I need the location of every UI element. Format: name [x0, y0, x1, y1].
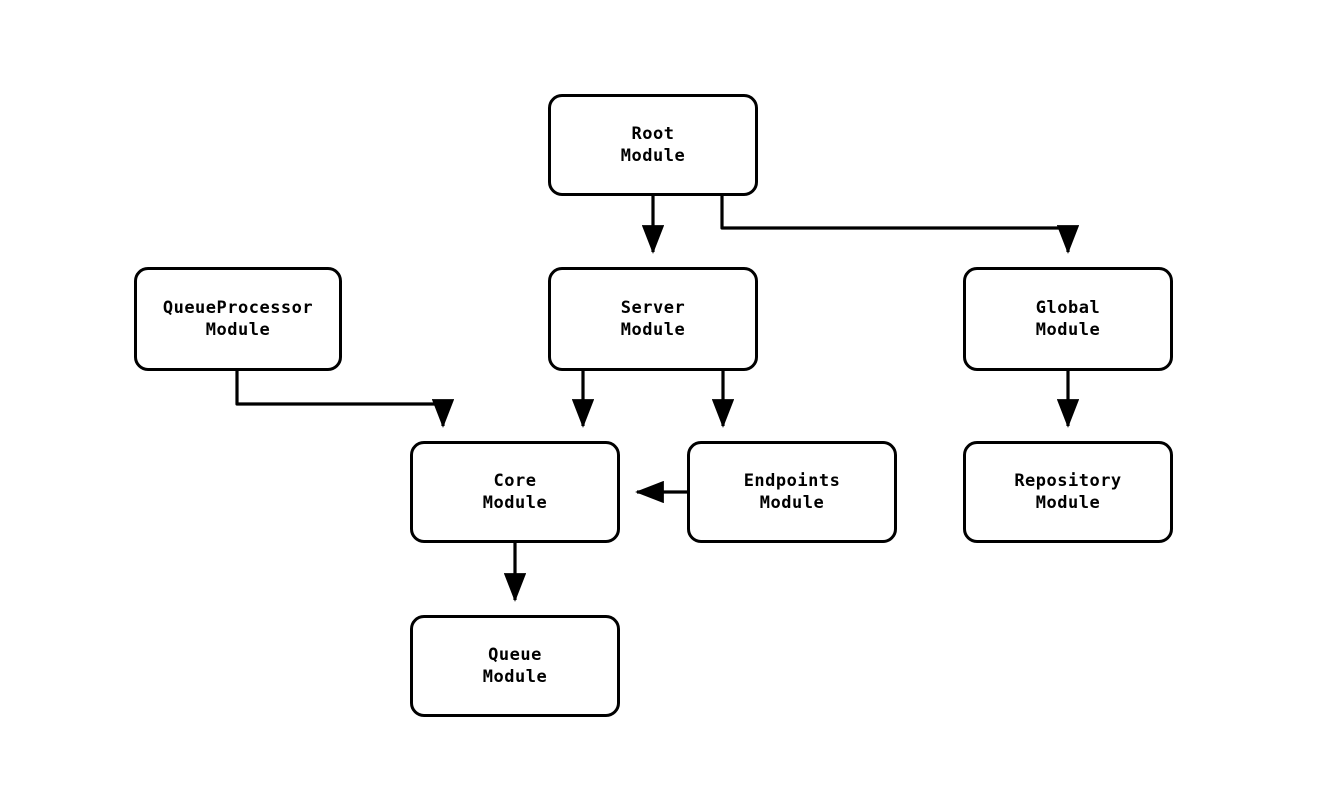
node-queueprocessor-suffix: Module: [205, 320, 271, 340]
node-server-suffix: Module: [620, 320, 686, 340]
node-queue[interactable]: Queue Module: [410, 615, 620, 717]
edge-root-to-global: [720, 196, 1080, 254]
node-repository-name: Repository: [1014, 471, 1122, 491]
node-root-suffix: Module: [620, 146, 686, 166]
node-endpoints-name: Endpoints: [743, 471, 841, 491]
node-queueprocessor-name: QueueProcessor: [162, 298, 314, 318]
node-global-name: Global: [1035, 298, 1101, 318]
node-core[interactable]: Core Module: [410, 441, 620, 543]
node-queue-name: Queue: [488, 645, 542, 665]
node-core-name: Core: [493, 471, 537, 491]
node-repository[interactable]: Repository Module: [963, 441, 1173, 543]
node-endpoints-suffix: Module: [759, 493, 825, 513]
node-server-name: Server: [620, 298, 686, 318]
node-core-suffix: Module: [482, 493, 548, 513]
node-server[interactable]: Server Module: [548, 267, 758, 371]
node-repository-suffix: Module: [1035, 493, 1101, 513]
node-queue-suffix: Module: [482, 667, 548, 687]
edge-queueprocessor-to-core: [235, 371, 455, 428]
node-endpoints[interactable]: Endpoints Module: [687, 441, 897, 543]
node-global[interactable]: Global Module: [963, 267, 1173, 371]
node-queueprocessor[interactable]: QueueProcessor Module: [134, 267, 342, 371]
node-global-suffix: Module: [1035, 320, 1101, 340]
node-root[interactable]: Root Module: [548, 94, 758, 196]
node-root-name: Root: [631, 124, 675, 144]
